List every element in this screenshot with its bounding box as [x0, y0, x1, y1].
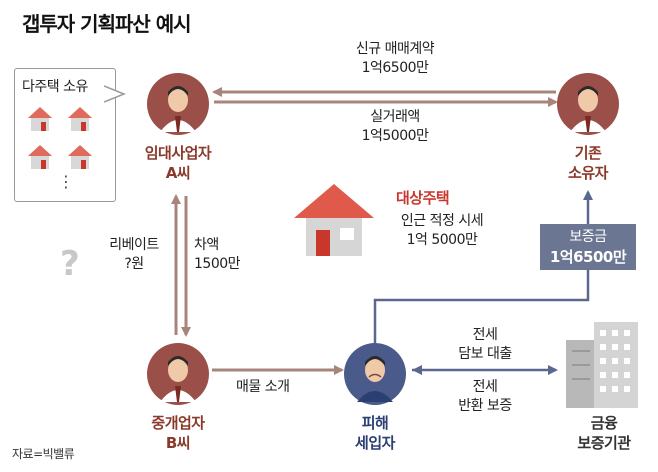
target-house-label: 대상주택	[396, 189, 450, 207]
arrow-victim-finance-head	[412, 365, 422, 375]
bubble-tail	[104, 85, 126, 103]
page-title: 갭투자 기획파산 예시	[22, 12, 192, 36]
bubble-ellipsis: ⋮	[58, 172, 74, 191]
question-mark-icon: ?	[60, 244, 80, 284]
listing-label: 매물 소개	[236, 379, 290, 395]
bubble-label: 다주택 소유	[22, 79, 88, 95]
small-house-icon	[68, 145, 92, 169]
building-icon	[566, 322, 638, 408]
small-house-icon	[28, 145, 52, 169]
broker-avatar-icon	[147, 343, 209, 405]
small-house-icon	[68, 107, 92, 131]
target-house-icon	[294, 184, 374, 256]
multi-house-bubble	[14, 68, 116, 202]
owner-avatar-icon	[557, 73, 619, 135]
small-house-icons	[28, 107, 92, 169]
victim-avatar-icon	[344, 343, 406, 405]
small-house-icon	[28, 107, 52, 131]
landlord-avatar-icon	[147, 73, 209, 135]
rebate-label: 리베이트?원	[109, 237, 159, 272]
source-credit: 자료=빅밸류	[12, 447, 75, 461]
